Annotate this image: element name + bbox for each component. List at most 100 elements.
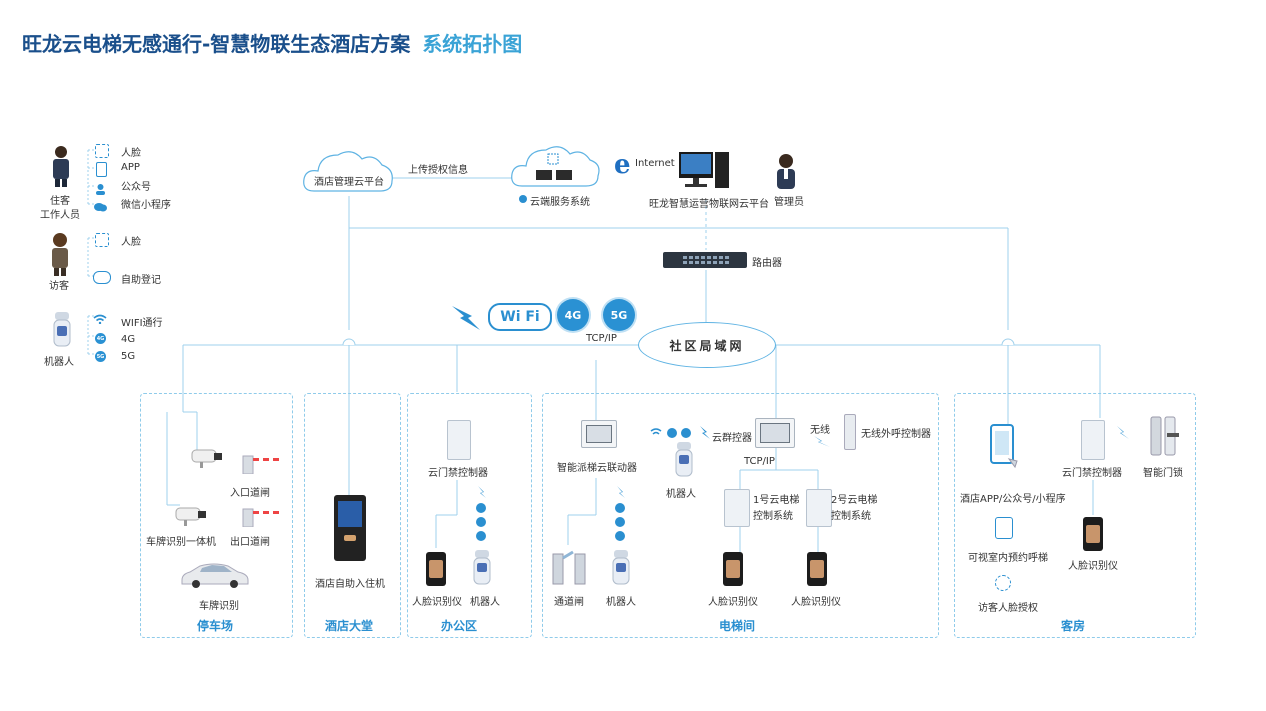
- zone-elevator-title: 电梯间: [719, 619, 756, 633]
- elevator-tcpip-label: TCP/IP: [744, 456, 775, 467]
- robot-icon: [52, 312, 72, 350]
- zone-parking-title: 停车场: [197, 619, 234, 633]
- office-face-device-icon: [426, 552, 446, 586]
- zone-lobby-title: 酒店大堂: [325, 619, 374, 633]
- visitor-item-face: 人脸: [121, 237, 141, 248]
- resident-item-app: APP: [121, 162, 140, 173]
- upload-auth-label: 上传授权信息: [408, 165, 468, 176]
- elevator-robot-icon: [612, 550, 630, 585]
- elevator-face-2-label: 人脸识别仪: [791, 597, 841, 608]
- elevator-ctrl-2-line2: 控制系统: [831, 511, 871, 522]
- router-icon: [663, 252, 747, 268]
- group-bolt-icon: [700, 426, 710, 439]
- room-face-device-icon: [1083, 517, 1103, 551]
- room-phone-icon: [990, 424, 1018, 469]
- resident-item-miniprogram: 微信小程序: [121, 200, 171, 211]
- signal-bolt-icon: [452, 306, 480, 330]
- office-face-label: 人脸识别仪: [412, 597, 462, 608]
- elevator-face-device-1-icon: [723, 552, 743, 586]
- hotel-cloud-shape: [303, 151, 393, 192]
- elevator-ctrl-1-line2: 控制系统: [753, 511, 793, 522]
- smart-lock-icon: [1150, 416, 1179, 456]
- wechat-icon: [94, 197, 107, 212]
- dispatch-label: 智能派梯云联动器: [557, 463, 637, 474]
- smart-lock-label: 智能门锁: [1143, 468, 1183, 479]
- office-robot-label: 机器人: [470, 597, 500, 608]
- office-robot-icon: [473, 550, 491, 585]
- 5g-badge: 5G: [603, 299, 635, 331]
- phone-icon: [96, 162, 107, 177]
- entry-gate-label: 入口道闸: [230, 488, 270, 499]
- car-icon: [181, 563, 249, 588]
- visual-call-icon: [995, 517, 1013, 539]
- elevator-signal-icons: [615, 486, 625, 541]
- resident-label-2: 工作人员: [40, 210, 80, 221]
- group-robot-icon: [675, 442, 693, 477]
- wifi-icon: [93, 313, 107, 327]
- visitor-item-register: 自助登记: [121, 275, 161, 286]
- group-ctrl-device-icon: [755, 418, 795, 448]
- room-door-controller-icon: [1081, 420, 1105, 460]
- 5g-icon: 5G: [95, 351, 106, 362]
- admin-person-icon: [777, 154, 795, 189]
- robot-label: 机器人: [44, 357, 74, 368]
- zone-room: [954, 393, 1196, 638]
- admin-label: 管理员: [774, 197, 804, 208]
- zone-lobby: [304, 393, 401, 638]
- visitor-auth-label: 访客人脸授权: [978, 603, 1038, 614]
- visitor-face-icon: [95, 233, 109, 247]
- dispatch-device-icon: [581, 420, 617, 448]
- router-label: 路由器: [752, 258, 782, 269]
- group-signal-icons: [650, 428, 691, 438]
- face-icon: [95, 144, 109, 158]
- robot-bracket: [87, 315, 94, 356]
- turnstile-label: 通道闸: [554, 597, 584, 608]
- camera-icon-entry: [191, 449, 222, 468]
- robot-item-4g: 4G: [121, 334, 136, 345]
- robot-item-5g: 5G: [121, 351, 136, 362]
- resident-item-face: 人脸: [121, 148, 141, 159]
- elevator-face-device-2-icon: [807, 552, 827, 586]
- title-sub: 系统拓扑图: [422, 32, 523, 56]
- elevator-ctrl-2-icon: [806, 489, 832, 527]
- visual-call-label: 可视室内预约呼梯: [968, 553, 1048, 564]
- title-main: 旺龙云电梯无感通行-智慧物联生态酒店方案: [22, 32, 411, 56]
- zone-office-title: 办公区: [441, 619, 478, 633]
- room-door-ctrl-label: 云门禁控制器: [1062, 468, 1122, 479]
- camera-icon-plate: [175, 507, 206, 526]
- lan-ellipse: 社区局域网: [638, 322, 776, 368]
- resident-bracket: [87, 149, 94, 206]
- elevator-robot-label: 机器人: [606, 597, 636, 608]
- room-app-label: 酒店APP/公众号/小程序: [960, 494, 1066, 505]
- gate-icon-exit: [242, 508, 279, 527]
- kiosk-icon: [334, 495, 366, 561]
- plate-cam-label: 车牌识别一体机: [146, 537, 216, 548]
- elevator-face-1-label: 人脸识别仪: [708, 597, 758, 608]
- computer-icon: [679, 152, 729, 188]
- visitor-auth-icon: [995, 575, 1011, 591]
- room-face-label: 人脸识别仪: [1068, 561, 1118, 572]
- cloud-register-icon: [93, 271, 111, 284]
- cloud-service-icon: [519, 195, 527, 203]
- 4g-badge: 4G: [557, 299, 589, 331]
- hotel-cloud-label: 酒店管理云平台: [314, 177, 384, 188]
- elevator-ctrl-1-line1: 1号云电梯: [753, 495, 800, 506]
- wifi-badge: Wi Fi: [488, 303, 552, 331]
- wireless-bolt-icon: [814, 436, 830, 447]
- plate-recog-label: 车牌识别: [199, 601, 239, 612]
- internet-label: Internet: [635, 158, 675, 169]
- office-signal-icons: [476, 486, 486, 541]
- internet-explorer-icon: e: [614, 150, 631, 180]
- visitor-person-icon: [48, 232, 72, 276]
- 4g-icon: 4G: [95, 333, 106, 344]
- elevator-ctrl-2-line1: 2号云电梯: [831, 495, 878, 506]
- zone-office: [407, 393, 532, 638]
- page-title: 旺龙云电梯无感通行-智慧物联生态酒店方案系统拓扑图: [22, 28, 522, 57]
- group-robot-label: 机器人: [666, 489, 696, 500]
- iot-platform-label: 旺龙智慧运营物联网云平台: [649, 199, 769, 210]
- room-bolt-icon: [1117, 426, 1129, 439]
- group-ctrl-label: 云群控器: [712, 433, 752, 444]
- tcpip-top-label: TCP/IP: [586, 333, 617, 344]
- turnstile-icon: [552, 550, 586, 585]
